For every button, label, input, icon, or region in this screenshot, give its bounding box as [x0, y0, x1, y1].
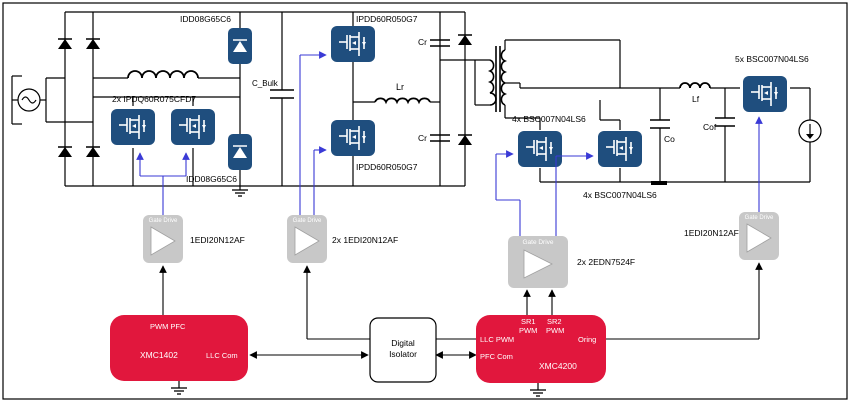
- hb-top-label: IPDD60R050G7: [356, 14, 418, 24]
- gate-driver-pfc-header: Gate Drive: [149, 218, 178, 224]
- ac-source: [17, 88, 41, 112]
- isolator-line1: Digital: [391, 338, 415, 348]
- xmc4200-ground: [529, 383, 547, 397]
- sr-switch-left: [517, 130, 563, 168]
- xmc4200-llc-pwm: LLC PWM: [480, 335, 514, 344]
- hb-bottom-label: IPDD60R050G7: [356, 162, 418, 172]
- idd-bottom-label: IDD08G65C6: [186, 174, 237, 184]
- xmc1402-controller: PWM PFC XMC1402 LLC Com: [110, 315, 248, 381]
- xmc4200-oring: Oring: [578, 335, 596, 344]
- oring-switch: [742, 75, 788, 113]
- sr-bottom-label: 4x BSC007N04LS6: [583, 190, 657, 200]
- xmc1402-llc-com: LLC Com: [206, 351, 238, 360]
- xmc4200-sr2-line2: PWM: [546, 326, 564, 335]
- resonant-capacitor-bottom: [430, 134, 450, 142]
- bulk-capacitor: [270, 89, 294, 99]
- boost-inductor: [127, 70, 199, 79]
- pfc-switch-1: [110, 108, 156, 146]
- gate-driver-sr-label: 2x 2EDN7524F: [577, 257, 635, 267]
- secondary-ground-bar: [651, 181, 667, 185]
- hb-switch-bottom: [330, 119, 376, 157]
- output-capacitor-cof: [715, 117, 735, 127]
- resonant-inductor-label: Lr: [396, 82, 404, 92]
- output-inductor: [679, 82, 711, 89]
- transformer: [488, 46, 507, 112]
- sr-switch-right: [597, 130, 643, 168]
- gate-driver-oring-header: Gate Drive: [745, 215, 774, 221]
- co-label: Co: [664, 134, 675, 144]
- output-load: [798, 119, 822, 143]
- digital-isolator: Digital Isolator: [369, 317, 437, 383]
- xmc4200-name: XMC4200: [539, 361, 577, 371]
- idd-top-label: IDD08G65C6: [180, 14, 231, 24]
- idd-diode-bottom: [228, 134, 252, 170]
- isolator-line2: Isolator: [389, 349, 417, 359]
- gate-driver-sr-header: Gate Drive: [522, 239, 553, 246]
- sr-top-label: 4x BSC007N04LS6: [512, 114, 586, 124]
- xmc4200-sr1-line2: PWM: [519, 326, 537, 335]
- gate-drive-lines: [136, 51, 763, 236]
- bulk-capacitor-label: C_Bulk: [252, 79, 279, 88]
- gate-driver-sr: Gate Drive: [508, 236, 568, 288]
- xmc4200-sr1-line1: SR1: [521, 317, 536, 326]
- primary-ground: [231, 186, 249, 197]
- gate-driver-llc: Gate Drive: [287, 215, 327, 263]
- pfc-switch-2: [170, 108, 216, 146]
- hb-switch-top: [330, 25, 376, 63]
- gate-driver-llc-label: 2x 1EDI20N12AF: [332, 235, 398, 245]
- secondary-wiring: [504, 39, 811, 183]
- cr-bottom-label: Cr: [418, 133, 427, 143]
- control-wiring: [159, 262, 763, 359]
- gate-driver-pfc-label: 1EDI20N12AF: [190, 235, 245, 245]
- gate-driver-oring-label: 1EDI20N12AF: [684, 228, 739, 238]
- resonant-inductor: [374, 97, 431, 105]
- gate-driver-pfc: Gate Drive: [143, 215, 183, 263]
- gate-driver-llc-header: Gate Drive: [293, 218, 322, 224]
- xmc4200-sr2-line1: SR2: [547, 317, 562, 326]
- output-capacitor-co: [650, 119, 670, 129]
- lf-label: Lf: [692, 94, 700, 104]
- oring-label: 5x BSC007N04LS6: [735, 54, 809, 64]
- cof-label: Cof: [703, 122, 717, 132]
- cr-top-label: Cr: [418, 37, 427, 47]
- xmc4200-pfc-com: PFC Com: [480, 352, 513, 361]
- xmc1402-ground: [170, 381, 188, 395]
- xmc1402-name: XMC1402: [140, 350, 178, 360]
- pfc-switch-label: 2x IPDQ60R075CFD7: [112, 94, 196, 104]
- xmc4200-controller: SR1 PWM SR2 PWM LLC PWM Oring PFC Com XM…: [476, 315, 606, 383]
- gate-driver-oring: Gate Drive: [739, 212, 779, 260]
- idd-diode-top: [228, 28, 252, 64]
- rectifier-diodes: [57, 38, 101, 158]
- xmc1402-pwm-pfc: PWM PFC: [150, 322, 186, 331]
- resonant-capacitor-top: [430, 39, 450, 47]
